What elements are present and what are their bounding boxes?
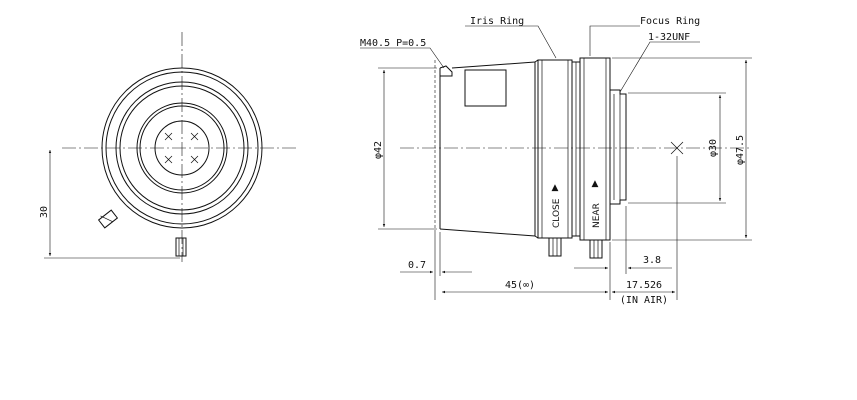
outer-barrel-circle [101,67,263,229]
dim-3-8: 3.8 [643,255,661,266]
in-air-note: (IN AIR) [620,295,668,306]
unf-leader [619,41,700,93]
front-iris-screw [97,209,119,229]
diameter-42-dim: φ42 [373,141,384,159]
front-height-dim: 30 [39,206,50,218]
c-mount [610,89,627,205]
close-arrow: ▲ [552,183,559,193]
mount-thread-label: 1-32UNF [648,32,690,43]
near-arrow: ▲ [592,179,599,189]
bezel-circle [115,81,249,215]
barrel-bottom-edge [439,228,536,237]
iris-ring-label: Iris Ring [470,16,524,27]
filter-thread-leader [360,47,445,69]
near-label: NEAR [592,203,602,228]
front-glass-circle [154,120,210,176]
diameter-47-5-dim: φ47.5 [735,135,746,165]
focus-lock-screw [589,239,603,259]
front-view: 30 [39,32,298,262]
glass-reflection-marks [164,132,199,164]
filter-thread-lip [439,65,453,77]
focus-ring-label: Focus Ring [640,16,700,27]
bezel-inner-circle [119,85,245,211]
dim-0-7: 0.7 [408,260,426,271]
front-element-rim [139,105,225,191]
outer-ring-circle [105,71,259,225]
barrel-top-edge [451,61,536,69]
filter-thread-label: M40.5 P=0.5 [360,38,426,49]
focus-ring-leader [589,25,640,56]
front-focus-screw [175,237,187,257]
front-label-plate [464,69,507,107]
close-label: CLOSE [552,198,562,228]
iris-ring-leader [465,25,557,59]
dim-45: 45(∞) [505,280,535,291]
diameter-30-dim: φ30 [708,139,719,157]
front-element-outer [136,102,228,194]
dim-17-526: 17.526 [626,280,662,291]
side-view: ▲ CLOSE ▲ NEAR Iris Ring Focus Ring 1-32… [360,16,752,306]
iris-lock-screw [548,237,562,257]
